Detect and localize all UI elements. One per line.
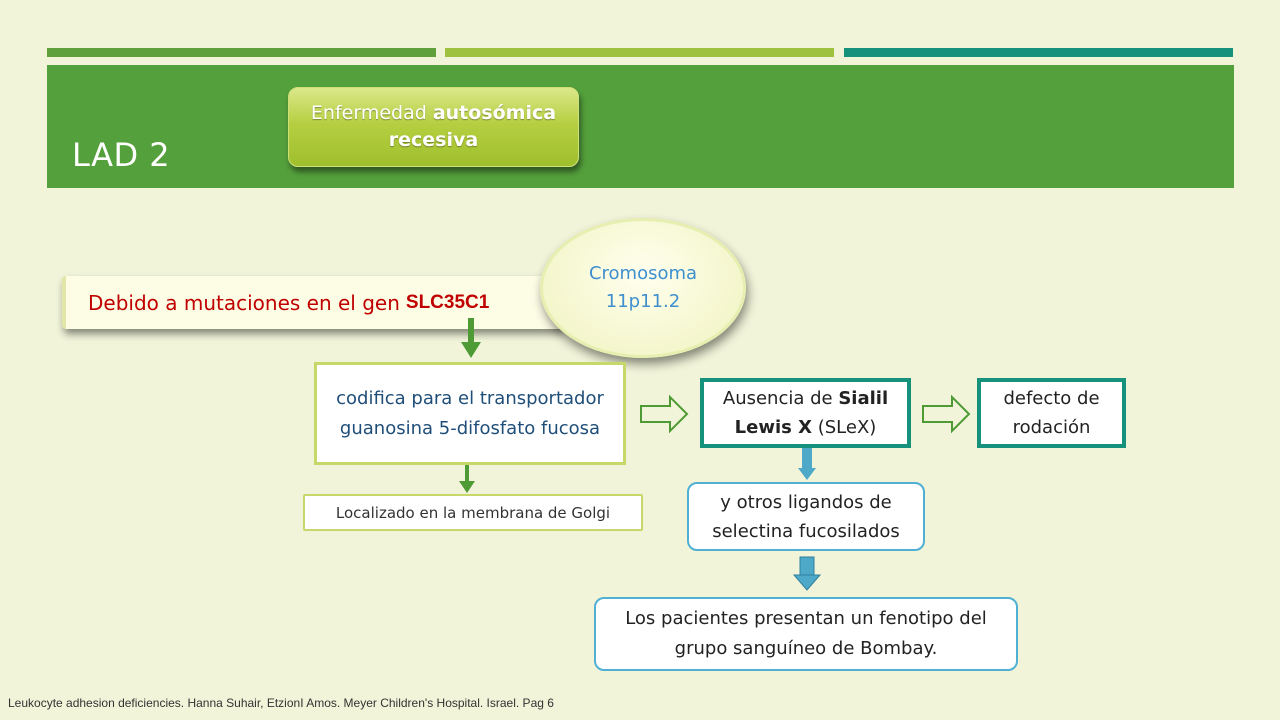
rolling-defect-box: defecto de rodación: [977, 378, 1126, 448]
header-stripe-lime: [445, 48, 834, 57]
down-arrow-slex-icon: [798, 448, 816, 480]
slex-suffix: (SLeX): [812, 417, 877, 438]
chromosome-bubble: Cromosoma 11p11.2: [540, 218, 746, 358]
ligands-box: y otros ligandos de selectina fucosilado…: [687, 482, 925, 551]
title-band: [47, 65, 1234, 188]
slex-line-1: Ausencia de Sialil: [723, 384, 888, 413]
inheritance-mode: autosómica: [432, 102, 557, 124]
rolling-line-2: rodación: [1012, 417, 1091, 438]
chromosome-label: Cromosoma: [588, 263, 698, 284]
golgi-box: Localizado en la membrana de Golgi: [303, 494, 643, 531]
transporter-line-2: guanosina 5-difosfato fucosa: [339, 417, 601, 439]
transporter-box: codifica para el transportador guanosina…: [314, 362, 626, 465]
inheritance-type: recesiva: [388, 129, 479, 151]
chromosome-locus: 11p11.2: [605, 291, 681, 312]
transporter-line-1: codifica para el transportador: [336, 387, 604, 409]
inheritance-badge-line-1: Enfermedad autosómica: [311, 100, 556, 127]
header-stripe-green: [47, 48, 436, 57]
inheritance-badge-line-2: recesiva: [389, 127, 478, 154]
header-stripe-teal: [844, 48, 1233, 57]
slex-line-2: Lewis X (SLeX): [723, 413, 888, 442]
inheritance-badge: Enfermedad autosómica recesiva: [288, 87, 579, 167]
slex-bold-1: Sialil: [838, 388, 889, 409]
down-arrow-mutation-icon: [461, 318, 481, 358]
down-arrow-golgi-icon: [459, 465, 475, 493]
down-arrow-ligands-icon: [792, 556, 822, 591]
inheritance-prefix: Enfermedad: [310, 102, 433, 124]
slex-bold-2: Lewis X: [734, 417, 813, 438]
rolling-line-1: defecto de: [1003, 388, 1100, 409]
citation: Leukocyte adhesion deficiencies. Hanna S…: [8, 696, 554, 710]
bombay-line-2: grupo sanguíneo de Bombay.: [674, 638, 938, 659]
slex-box: Ausencia de Sialil Lewis X (SLeX): [700, 378, 911, 448]
bombay-line-1: Los pacientes presentan un fenotipo del: [625, 608, 987, 629]
right-arrow-slex-icon: [922, 394, 971, 434]
slide-title: LAD 2: [72, 136, 171, 174]
slex-prefix: Ausencia de: [722, 388, 839, 409]
bombay-box: Los pacientes presentan un fenotipo del …: [594, 597, 1018, 671]
right-arrow-transporter-icon: [640, 394, 689, 434]
mutation-text: Debido a mutaciones en el gen: [88, 290, 400, 315]
gene-name: SLC35C1: [405, 291, 490, 313]
ligands-line-2: selectina fucosilados: [712, 520, 900, 542]
ligands-line-1: y otros ligandos de: [720, 491, 892, 513]
